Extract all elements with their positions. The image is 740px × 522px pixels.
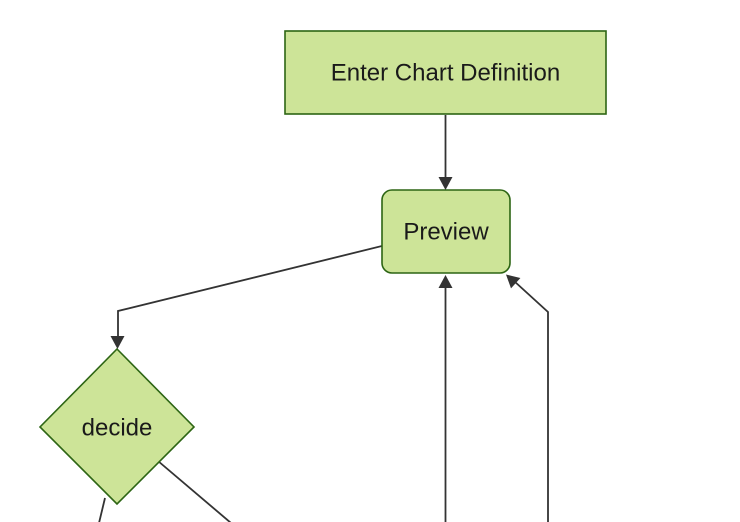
- edge-line: [117, 245, 383, 337]
- edge-enter-to-preview: [438, 115, 453, 190]
- edge-line: [98, 497, 106, 522]
- edge-decide-to-offscreen-right: [157, 460, 232, 522]
- edge-preview-to-decide: [110, 245, 383, 349]
- node-preview: Preview: [381, 189, 511, 274]
- node-label: decide: [82, 415, 153, 442]
- node-label: Enter Chart Definition: [331, 60, 560, 87]
- edge-decide-to-offscreen-left: [98, 497, 106, 522]
- node-box: [284, 30, 607, 115]
- node-label: Preview: [403, 219, 489, 246]
- arrowhead-icon: [438, 275, 453, 288]
- arrowhead-icon: [110, 336, 125, 349]
- arrowhead-icon: [506, 274, 521, 289]
- arrowhead-icon: [438, 177, 453, 190]
- node-box: [381, 189, 511, 274]
- edge-line: [157, 460, 232, 522]
- node-diamond: [38, 347, 196, 506]
- edge-offscreen-to-preview-center: [438, 275, 453, 522]
- node-decide: decide: [38, 347, 196, 506]
- edge-offscreen-to-preview-corner: [506, 274, 549, 522]
- edge-line: [513, 280, 549, 522]
- node-enter-chart-definition: Enter Chart Definition: [284, 30, 607, 115]
